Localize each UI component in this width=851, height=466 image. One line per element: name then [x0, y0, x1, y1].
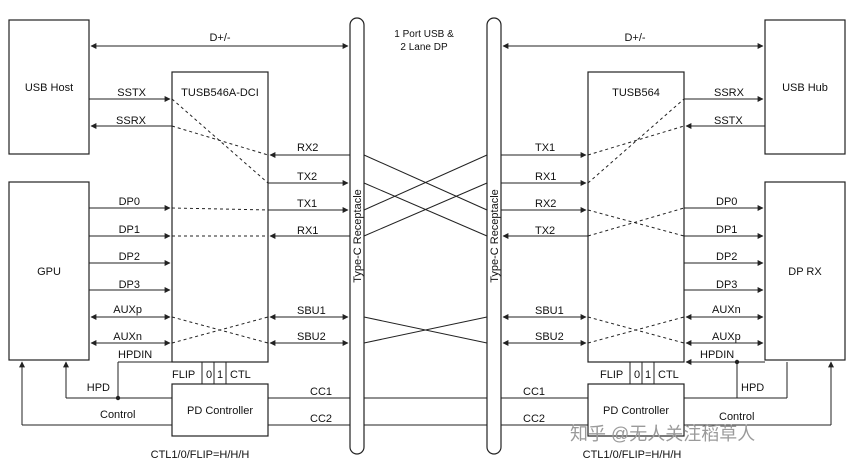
sbu2-left-label: SBU2: [297, 331, 326, 343]
sbu1-right-label: SBU1: [535, 305, 564, 317]
rx2-right-label: RX2: [535, 198, 556, 210]
sbu1-left-label: SBU1: [297, 305, 326, 317]
usb-hub-block: [764, 19, 846, 155]
usb-hub-label: USB Hub: [782, 82, 828, 94]
right-pd-controller-label: PD Controller: [603, 405, 669, 417]
cc2-right-label: CC2: [523, 413, 545, 425]
right-pin-1-label: 1: [645, 369, 651, 381]
dp0-right-label: DP0: [716, 196, 737, 208]
left-receptacle-label: Type-C Receptacle: [352, 189, 364, 283]
left-flip-label: FLIP: [172, 369, 195, 381]
auxp-right-label: AUXp: [712, 331, 741, 343]
dp-rx-label: DP RX: [788, 266, 822, 278]
tx2-right-label: TX2: [535, 225, 555, 237]
diagram-title-line-2: 2 Lane DP: [400, 42, 448, 53]
auxn-right-label: AUXn: [712, 304, 741, 316]
sstx-left-label: SSTX: [117, 87, 146, 99]
left-chip-internal-routing: [171, 98, 269, 344]
control-right-label: Control: [719, 411, 754, 423]
right-chip-internal-routing: [587, 98, 685, 344]
right-pd-controller: [587, 383, 685, 437]
tusb546a-dci-chip: [171, 71, 269, 363]
dp0-left-label: DP0: [119, 196, 140, 208]
right-d-pm-label: D+/-: [624, 32, 645, 44]
rx1-left-label: RX1: [297, 225, 318, 237]
tusb564-label: TUSB564: [612, 87, 660, 99]
dp-rx-block: [764, 181, 846, 361]
hpd-right-junction: [734, 359, 740, 365]
left-d-pm-label: D+/-: [209, 32, 230, 44]
ssrx-right-label: SSRX: [714, 87, 745, 99]
tx1-left-label: TX1: [297, 198, 317, 210]
rx1-right-label: RX1: [535, 171, 556, 183]
dp3-left-label: DP3: [119, 279, 140, 291]
tx1-right-label: TX1: [535, 142, 555, 154]
cable-crossings: [363, 154, 488, 426]
dp2-right-label: DP2: [716, 251, 737, 263]
cc1-left-label: CC1: [310, 386, 332, 398]
dp1-right-label: DP1: [716, 224, 737, 236]
diagram-title-line-1: 1 Port USB &: [394, 29, 454, 40]
left-ctl-pins: [201, 362, 227, 384]
right-ctl-label: CTL: [658, 369, 679, 381]
sbu2-right-label: SBU2: [535, 331, 564, 343]
right-receptacle-label: Type-C Receptacle: [489, 189, 501, 283]
usb-host-block: [8, 19, 90, 155]
left-pin-1-label: 1: [217, 369, 223, 381]
usb-host-label: USB Host: [25, 82, 73, 94]
auxn-left-label: AUXn: [113, 331, 142, 343]
dp2-left-label: DP2: [119, 251, 140, 263]
hpd-right-label: HPD: [741, 382, 764, 394]
left-footer-note: CTL1/0/FLIP=H/H/H: [151, 449, 250, 461]
left-ctl-label: CTL: [230, 369, 251, 381]
gpu-label: GPU: [37, 266, 61, 278]
tusb564-chip: [587, 71, 685, 363]
left-pin-0-label: 0: [206, 369, 212, 381]
right-footer-note: CTL1/0/FLIP=H/H/H: [583, 449, 682, 461]
dp1-left-label: DP1: [119, 224, 140, 236]
tusb546a-dci-label: TUSB546A-DCI: [181, 87, 259, 99]
gpu-block: [8, 181, 90, 361]
sstx-right-label: SSTX: [714, 115, 743, 127]
hpd-left-label: HPD: [87, 382, 110, 394]
hpdin-left-label: HPDIN: [118, 349, 152, 361]
watermark: 知乎 @无人关注稻草人: [570, 424, 755, 444]
ssrx-left-label: SSRX: [116, 115, 147, 127]
rx2-left-label: RX2: [297, 142, 318, 154]
left-pd-controller-label: PD Controller: [187, 405, 253, 417]
right-flip-label: FLIP: [600, 369, 623, 381]
auxp-left-label: AUXp: [113, 304, 142, 316]
control-left-label: Control: [100, 409, 135, 421]
right-ctl-pins: [629, 362, 655, 384]
tx2-left-label: TX2: [297, 171, 317, 183]
left-pd-controller: [171, 383, 269, 437]
cc1-right-label: CC1: [523, 386, 545, 398]
dp3-right-label: DP3: [716, 279, 737, 291]
cc2-left-label: CC2: [310, 413, 332, 425]
hpdin-right-label: HPDIN: [700, 349, 734, 361]
right-pin-0-label: 0: [634, 369, 640, 381]
